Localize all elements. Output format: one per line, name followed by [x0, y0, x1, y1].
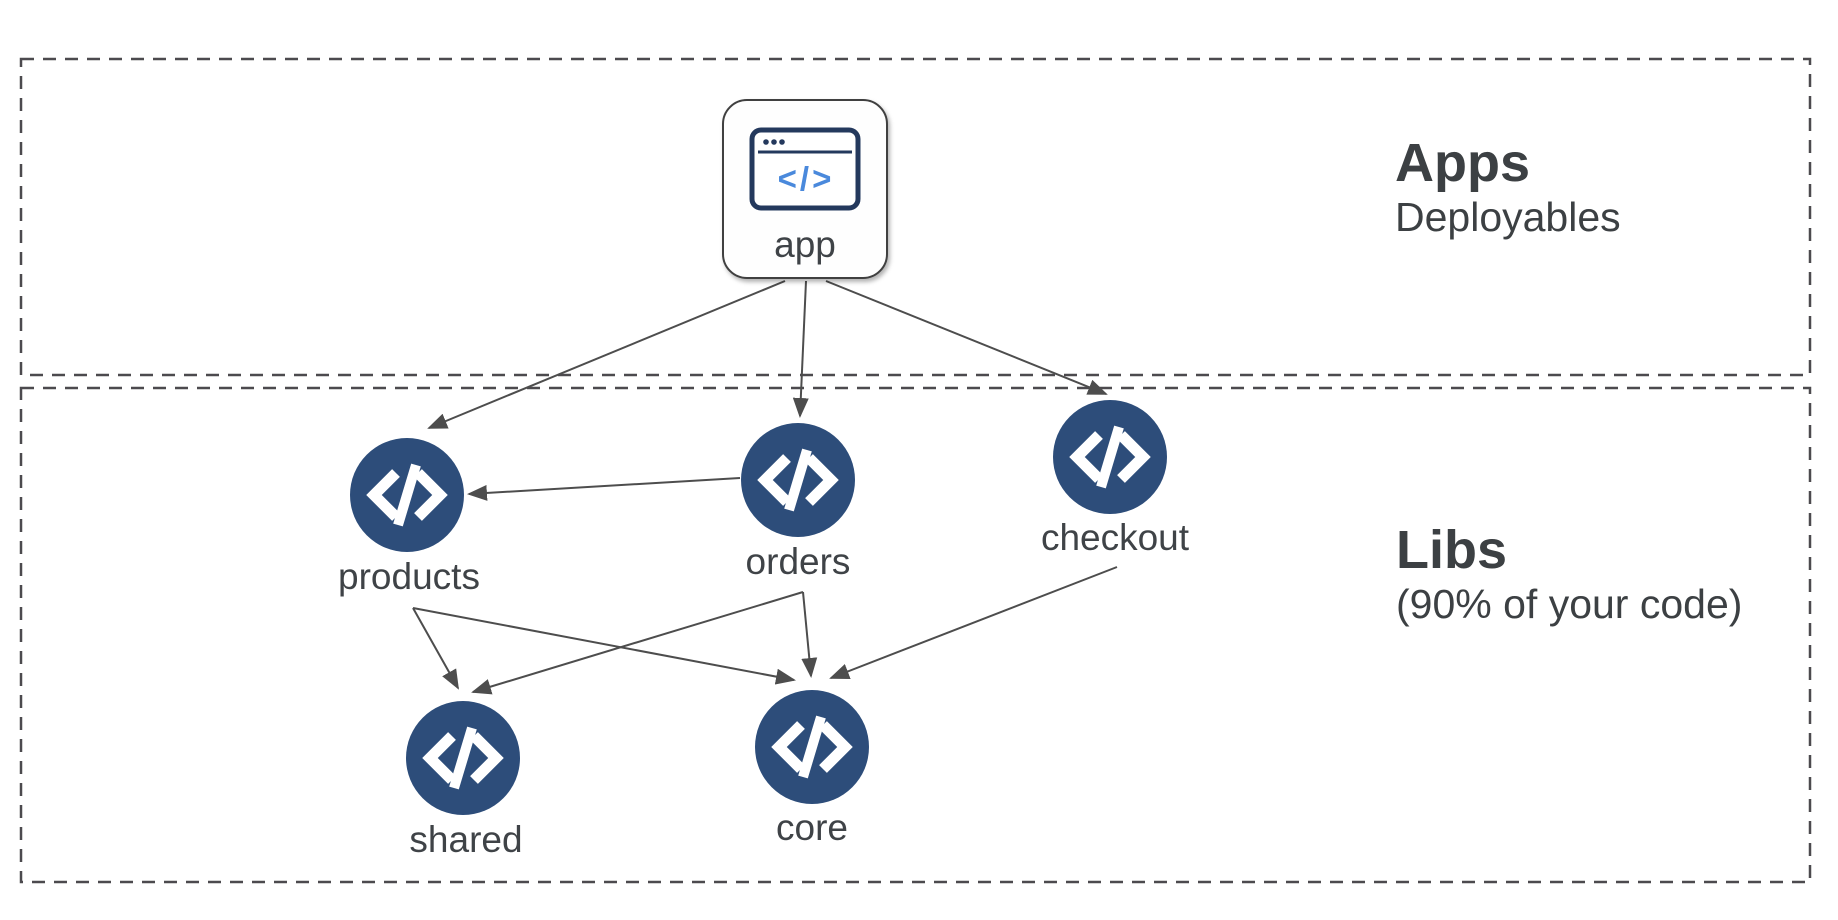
code-icon — [771, 715, 853, 779]
node-app: </> app — [722, 99, 888, 279]
browser-code-icon: </> — [749, 127, 861, 211]
edge-app-to-products — [427, 280, 786, 429]
node-core: core — [755, 690, 869, 848]
orders-node-label: orders — [746, 541, 851, 582]
core-node-label: core — [776, 807, 848, 848]
edge-checkout-to-core — [829, 566, 1118, 679]
code-icon — [366, 463, 448, 527]
edge-orders-to-products — [467, 477, 741, 501]
libs-section-border — [19, 386, 1812, 884]
code-icon — [757, 448, 839, 512]
browser-code-glyph: </> — [778, 160, 835, 197]
edge-app-to-orders — [792, 280, 809, 418]
edge-orders-to-core — [801, 591, 818, 678]
edge-app-to-checkout — [825, 280, 1108, 395]
edge-products-to-core — [412, 607, 796, 685]
apps-section-heading: Apps Deployables — [1395, 133, 1621, 240]
libs-section-title: Libs — [1396, 520, 1507, 580]
node-products: products — [338, 438, 480, 597]
edge-orders-to-shared — [471, 591, 804, 695]
apps-section-title: Apps — [1395, 133, 1530, 193]
code-icon — [1069, 425, 1151, 489]
apps-section-subtitle: Deployables — [1395, 194, 1621, 240]
libs-section-subtitle: (90% of your code) — [1396, 581, 1742, 627]
edge-products-to-shared — [412, 607, 459, 690]
products-node-label: products — [338, 556, 480, 597]
apps-section-border — [19, 57, 1812, 377]
edges — [412, 280, 1118, 695]
checkout-node-label: checkout — [1041, 517, 1190, 558]
node-shared: shared — [406, 701, 523, 860]
node-orders: orders — [741, 423, 855, 582]
libs-section-heading: Libs (90% of your code) — [1396, 520, 1742, 627]
app-node-label: app — [774, 224, 836, 265]
node-checkout: checkout — [1041, 400, 1190, 558]
shared-node-label: shared — [409, 819, 522, 860]
code-icon — [422, 726, 504, 790]
